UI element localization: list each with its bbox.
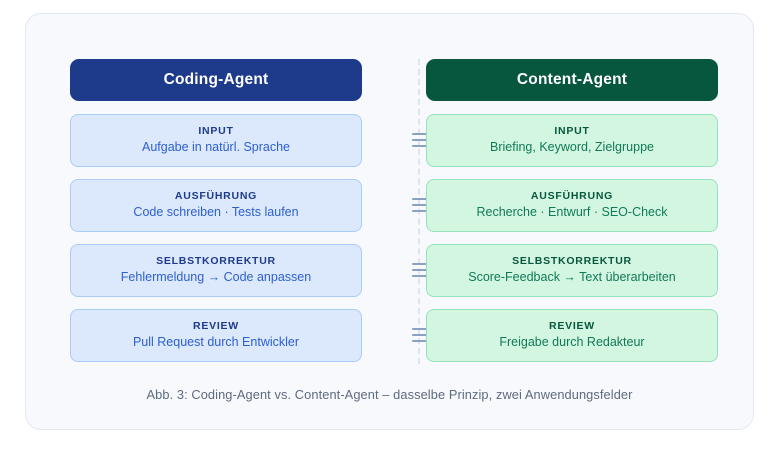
stage-card-content-review: REVIEW Freigabe durch Redakteur bbox=[426, 309, 718, 362]
column-coding-agent: Coding-Agent INPUT Aufgabe in natürl. Sp… bbox=[70, 59, 362, 362]
stage-description: Score-Feedback → Text überarbeiten bbox=[468, 270, 676, 285]
center-divider bbox=[418, 59, 422, 364]
stage-label: INPUT bbox=[554, 124, 590, 137]
stage-card-content-input: INPUT Briefing, Keyword, Zielgruppe bbox=[426, 114, 718, 167]
column-header-content-agent: Content-Agent bbox=[426, 59, 718, 101]
stage-description: Fehlermeldung → Code anpassen bbox=[120, 270, 312, 285]
stage-card-content-selbstkorrektur: SELBSTKORREKTUR Score-Feedback → Text üb… bbox=[426, 244, 718, 297]
stage-card-coding-selbstkorrektur: SELBSTKORREKTUR Fehlermeldung → Code anp… bbox=[70, 244, 362, 297]
figure-card: Coding-Agent INPUT Aufgabe in natürl. Sp… bbox=[25, 13, 754, 430]
stage-label: SELBSTKORREKTUR bbox=[156, 254, 276, 267]
column-content-agent: Content-Agent INPUT Briefing, Keyword, Z… bbox=[426, 59, 718, 362]
stage-card-coding-ausfuehrung: AUSFÜHRUNG Code schreiben · Tests laufen bbox=[70, 179, 362, 232]
stage-label: SELBSTKORREKTUR bbox=[512, 254, 632, 267]
stage-card-coding-review: REVIEW Pull Request durch Entwickler bbox=[70, 309, 362, 362]
stage-description: Pull Request durch Entwickler bbox=[132, 335, 300, 350]
stage-description: Recherche · Entwurf · SEO-Check bbox=[476, 205, 668, 220]
comparison-diagram: Coding-Agent INPUT Aufgabe in natürl. Sp… bbox=[26, 14, 753, 429]
stage-description: Aufgabe in natürl. Sprache bbox=[141, 140, 291, 155]
column-header-coding-agent: Coding-Agent bbox=[70, 59, 362, 101]
stage-label: INPUT bbox=[198, 124, 234, 137]
stage-label: REVIEW bbox=[193, 319, 239, 332]
stage-card-content-ausfuehrung: AUSFÜHRUNG Recherche · Entwurf · SEO-Che… bbox=[426, 179, 718, 232]
figure-caption: Abb. 3: Coding-Agent vs. Content-Agent –… bbox=[146, 387, 633, 402]
stage-card-coding-input: INPUT Aufgabe in natürl. Sprache bbox=[70, 114, 362, 167]
stage-description: Freigabe durch Redakteur bbox=[499, 335, 645, 350]
stage-label: AUSFÜHRUNG bbox=[530, 189, 614, 202]
stage-label: AUSFÜHRUNG bbox=[174, 189, 258, 202]
stage-description: Briefing, Keyword, Zielgruppe bbox=[490, 140, 654, 155]
stage-description: Code schreiben · Tests laufen bbox=[133, 205, 299, 220]
stage-label: REVIEW bbox=[549, 319, 595, 332]
